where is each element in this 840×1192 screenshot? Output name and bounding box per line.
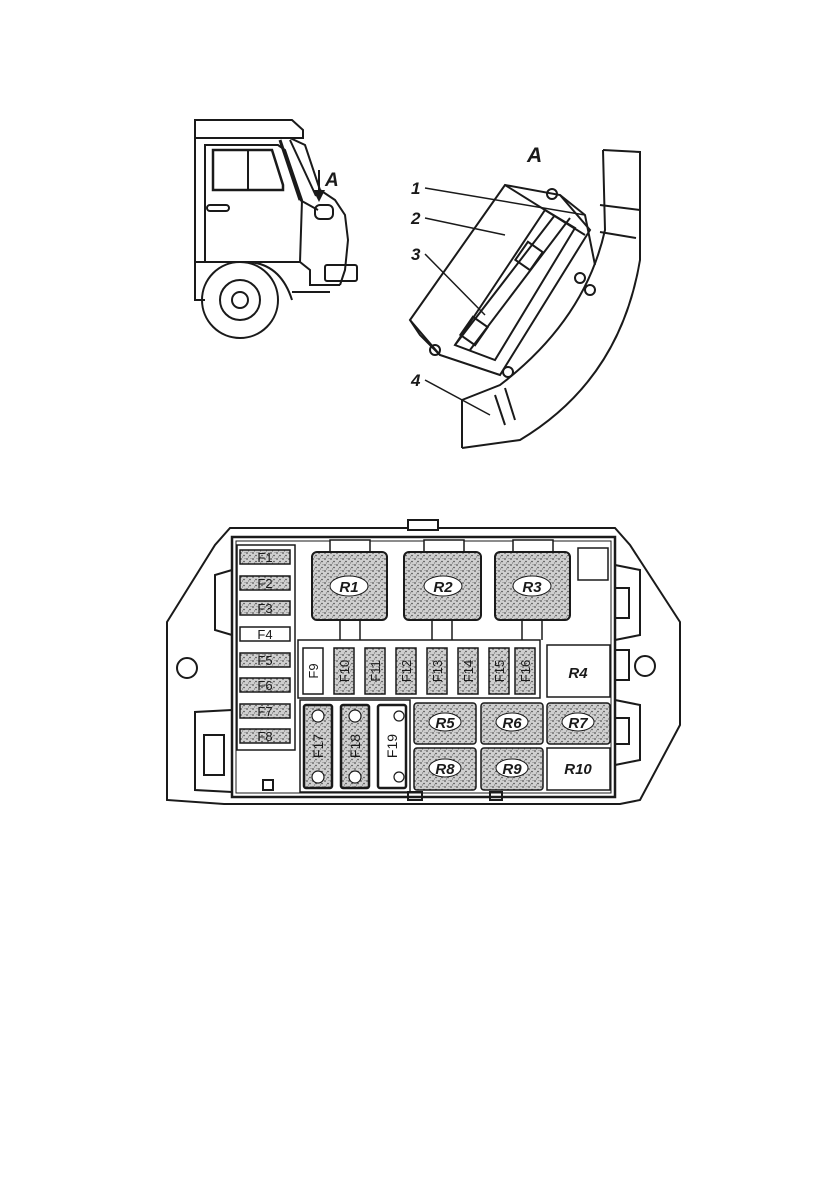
fuse-f18: F18 (341, 705, 369, 788)
fuse-label: F9 (306, 663, 321, 678)
middle-fuse-row: F9 F10 F11 F12 F13 F14 F15 F16 (303, 648, 535, 694)
relay-label: R3 (522, 579, 542, 596)
fuse-f16: F16 (515, 648, 535, 694)
fuse-label: F1 (257, 550, 272, 565)
fuse-label: F7 (257, 704, 272, 719)
relay-r8: R8 (414, 748, 476, 790)
fuse-f4: F4 (240, 627, 290, 642)
relay-label: R1 (339, 579, 358, 596)
fuse-f15: F15 (489, 648, 509, 694)
relay-label: R2 (433, 579, 453, 596)
truck-cab-drawing (195, 120, 357, 338)
fuse-label: F3 (257, 601, 272, 616)
fuse-f17: F17 (304, 705, 332, 788)
fuse-f12: F12 (396, 648, 416, 694)
fuse-f9: F9 (303, 648, 323, 694)
fuse-f19: F19 (378, 705, 406, 788)
fuse-f14: F14 (458, 648, 478, 694)
fuse-f3: F3 (240, 601, 290, 616)
fuse-label: F18 (347, 734, 363, 758)
relay-label: R4 (568, 665, 588, 682)
relay-label: R8 (435, 761, 455, 778)
relay-r5: R5 (414, 703, 476, 744)
callout-3: 3 (411, 245, 421, 264)
fuse-label: F8 (257, 729, 272, 744)
fuse-label: F5 (257, 653, 272, 668)
fuse-f8: F8 (240, 729, 290, 744)
detail-a-drawing (410, 150, 640, 448)
relay-r4: R4 (547, 645, 610, 697)
relay-label: R6 (502, 715, 522, 732)
callout-4: 4 (410, 371, 421, 390)
fuse-label: F10 (337, 660, 352, 682)
fuse-f2: F2 (240, 576, 290, 591)
fuse-label: F17 (310, 734, 326, 758)
left-fuse-column: F1 F2 F3 F4 F5 F6 F7 F8 (240, 550, 290, 744)
callout-2: 2 (410, 209, 421, 228)
fuse-f7: F7 (240, 704, 290, 719)
fuse-label: F14 (461, 660, 476, 682)
relay-r3: R3 (495, 540, 570, 620)
fuse-label: F4 (257, 627, 272, 642)
fuse-f1: F1 (240, 550, 290, 565)
fuse-label: F6 (257, 678, 272, 693)
relay-label: R9 (502, 761, 522, 778)
relay-r1: R1 (312, 540, 387, 620)
relay-r2: R2 (404, 540, 481, 620)
relay-r10: R10 (547, 748, 610, 790)
fuse-label: F15 (492, 660, 507, 682)
fuse-f10: F10 (334, 648, 354, 694)
fuse-label: F2 (257, 576, 272, 591)
fuse-f11: F11 (365, 648, 385, 694)
relay-r9: R9 (481, 748, 543, 790)
relay-connectors (340, 620, 542, 640)
fuse-label: F12 (399, 660, 414, 682)
fuse-label: F19 (384, 734, 400, 758)
callout-1: 1 (411, 179, 420, 198)
fuse-label: F11 (368, 660, 383, 681)
fuse-label: F16 (518, 660, 533, 682)
fuse-f5: F5 (240, 653, 290, 668)
relay-label: R5 (435, 715, 455, 732)
view-marker: A (324, 170, 339, 191)
fuse-label: F13 (430, 660, 445, 682)
relay-r6: R6 (481, 703, 543, 744)
detail-title: A (526, 144, 542, 167)
fuse-f13: F13 (427, 648, 447, 694)
relay-label: R7 (568, 715, 588, 732)
relay-label: R10 (564, 761, 592, 778)
fuse-f6: F6 (240, 678, 290, 693)
relay-r7: R7 (547, 703, 610, 744)
